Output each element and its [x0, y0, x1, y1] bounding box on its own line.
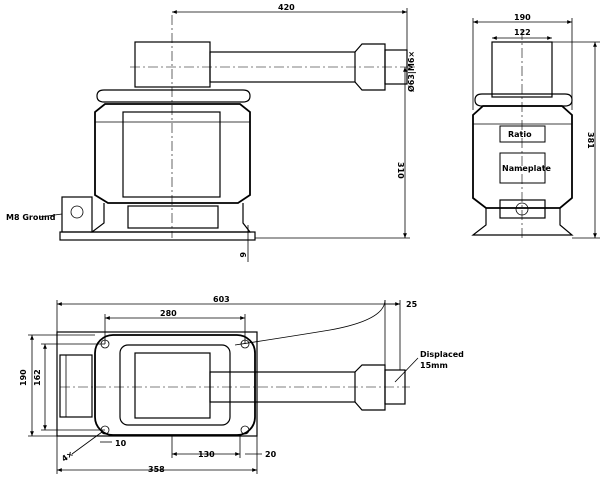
- top-terminal-box: [59, 354, 93, 418]
- front-main-body: [94, 103, 251, 204]
- displaced-label-2: 15mm: [420, 361, 448, 370]
- nameplate-label: Nameplate: [502, 164, 552, 173]
- ratio-label: Ratio: [508, 130, 532, 139]
- dim-end-offset: 25: [406, 300, 418, 309]
- displaced-leader: [394, 357, 419, 383]
- dim-depth-outer: 190: [19, 369, 28, 386]
- dim-side-height: 381: [586, 132, 595, 149]
- top-body-outline: [94, 334, 256, 436]
- dim-flange-spacing: 280: [160, 309, 177, 318]
- dim-shaft-diameter: Ø63|M6×: [406, 51, 416, 92]
- front-upper-housing: [134, 41, 211, 88]
- top-base-plate: [56, 331, 258, 437]
- front-base-recess: [127, 205, 219, 229]
- ground-terminal-icon: [70, 205, 84, 219]
- side-terminal-box: [499, 199, 546, 219]
- displaced-outline: [234, 299, 386, 346]
- ratio-plate: [499, 125, 546, 143]
- side-view: Ratio Nameplate 190 122 381: [471, 13, 600, 240]
- holes-leader: [71, 431, 103, 455]
- front-base-plate: [59, 231, 256, 241]
- ground-leader: [39, 213, 63, 218]
- side-main-body: [472, 105, 573, 209]
- dim-base-offset: 6: [238, 252, 247, 258]
- side-base: [471, 208, 574, 236]
- dim-bottom-offset: 20: [265, 450, 277, 459]
- top-flange: [119, 344, 231, 426]
- dim-depth-inner: 162: [33, 369, 42, 386]
- dim-side-width: 190: [514, 13, 531, 22]
- dim-top-length: 603: [213, 295, 230, 304]
- front-view: M8 Ground 420 Ø63|M6× 310 6: [6, 3, 416, 262]
- bolt-hole-icon: [240, 425, 250, 435]
- ground-label: M8 Ground: [6, 213, 56, 222]
- dim-overall-length: 420: [278, 3, 295, 12]
- side-collar: [474, 93, 573, 107]
- front-ground-box: [61, 196, 93, 233]
- dim-holes: 4×: [60, 449, 75, 463]
- dim-flange-width: 122: [514, 28, 531, 37]
- nameplate: [499, 152, 546, 184]
- top-shaft-coupling: [354, 364, 386, 411]
- dim-height: 310: [396, 162, 405, 179]
- top-housing: [134, 352, 211, 419]
- displaced-label-1: Displaced: [420, 350, 464, 359]
- front-collar: [96, 89, 251, 103]
- dim-foot-offset: 10: [115, 439, 127, 448]
- front-body-panel: [122, 111, 221, 198]
- top-view: Displaced 15mm 603 25 280 190 162 4× 10: [19, 295, 464, 474]
- dim-base-length: 358: [148, 465, 165, 474]
- dim-bottom-span: 130: [198, 450, 215, 459]
